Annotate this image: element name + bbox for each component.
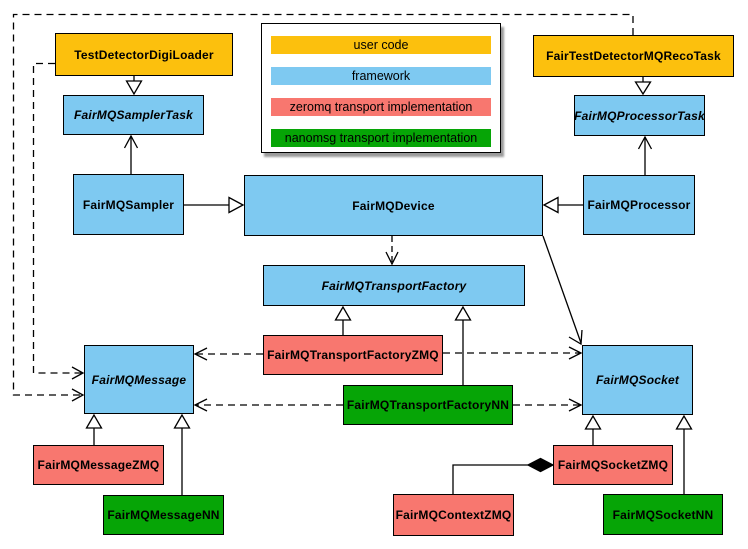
edge-factoryzmq-to-socket (443, 346, 583, 360)
edge-factorynn-to-socket (513, 398, 583, 412)
node-fairmqtransportfactoryzmq: FairMQTransportFactoryZMQ (263, 335, 443, 375)
edge-sampler-to-samplertask (123, 134, 139, 174)
edge-factoryzmq-to-message (193, 347, 263, 361)
node-fairmqsampler: FairMQSampler (73, 174, 184, 235)
node-fairmqprocessor: FairMQProcessor (583, 175, 695, 235)
node-fairmqsocketnn: FairMQSocketNN (603, 494, 723, 535)
node-fairmqtransportfactorynn: FairMQTransportFactoryNN (343, 385, 513, 425)
edge-sampler-to-device (184, 196, 245, 214)
node-fairmqsamplertask: FairMQSamplerTask (63, 95, 204, 135)
edge-device-to-transportfactory (385, 236, 399, 266)
node-fairtestdetectormqrecotask: FairTestDetectorMQRecoTask (533, 35, 734, 77)
node-testdetectordigiloader: TestDetectorDigiLoader (55, 33, 233, 76)
node-fairmqmessage: FairMQMessage (84, 345, 194, 414)
legend-item-framework: framework (271, 67, 491, 85)
edge-factorynn-to-message (193, 398, 343, 412)
edge-factorynn-to-transportfactory (454, 305, 472, 385)
edge-device-to-socket (542, 235, 583, 346)
legend-item-user-code: user code (271, 36, 491, 54)
node-fairmqprocessortask: FairMQProcessorTask (574, 95, 705, 136)
edge-factoryzmq-to-transportfactory (334, 305, 352, 335)
node-fairmqdevice: FairMQDevice (244, 175, 543, 236)
edge-contextzmq-to-socketzmq (452, 457, 555, 494)
legend-item-nanomsg: nanomsg transport implementation (271, 129, 491, 147)
edge-recotask-to-message (12, 13, 634, 402)
edge-messagezmq-to-message (85, 413, 103, 445)
node-fairmqmessagenn: FairMQMessageNN (103, 495, 224, 535)
edge-messagenn-to-message (173, 413, 191, 495)
edge-processor-to-device (542, 196, 583, 214)
node-fairmqsocket: FairMQSocket (582, 345, 693, 415)
legend: user code framework zeromq transport imp… (261, 23, 501, 153)
edge-processor-to-processortask (637, 135, 653, 175)
edge-digiloader-to-samplertask (125, 76, 143, 96)
node-fairmqcontextzmq: FairMQContextZMQ (393, 494, 514, 536)
legend-item-zeromq: zeromq transport implementation (271, 98, 491, 116)
edge-digiloader-to-message (32, 62, 85, 380)
node-fairmqtransportfactory: FairMQTransportFactory (263, 265, 525, 306)
node-fairmqmessagezmq: FairMQMessageZMQ (33, 445, 164, 485)
edge-socketnn-to-socket (675, 414, 693, 494)
edge-socketzmq-to-socket (584, 414, 602, 445)
node-fairmqsocketzmq: FairMQSocketZMQ (553, 445, 673, 485)
edge-recotask-to-processortask (634, 77, 652, 96)
